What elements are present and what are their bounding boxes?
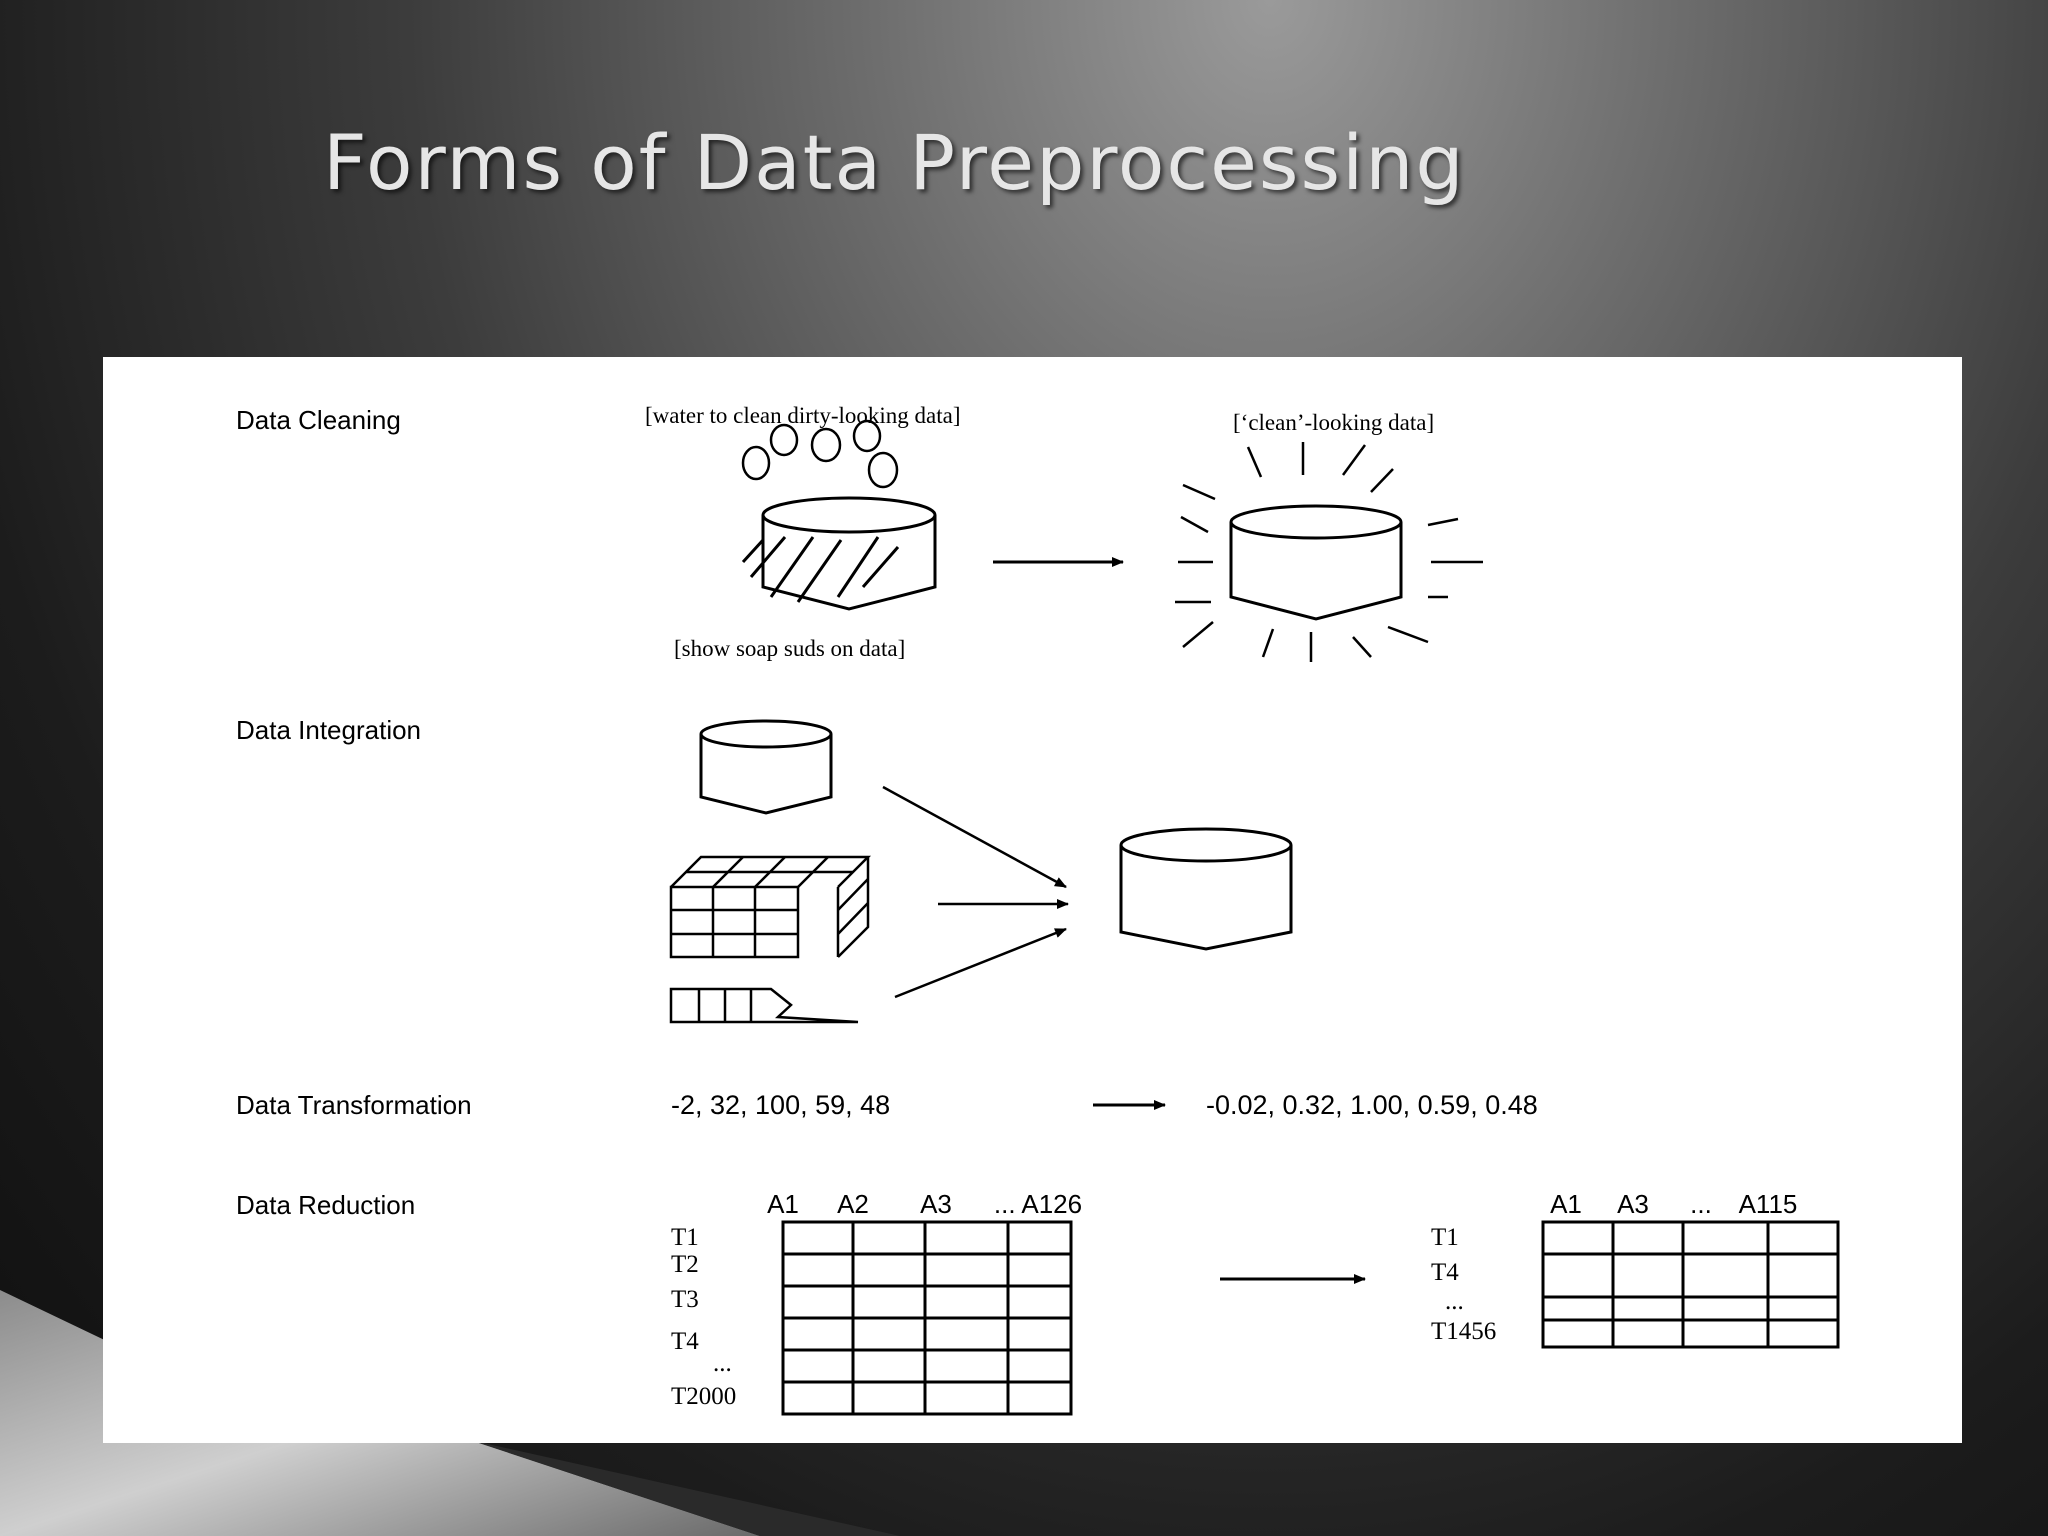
label-data-cleaning: Data Cleaning <box>236 405 401 435</box>
dirty-database-icon <box>741 496 937 611</box>
flat-file-icon <box>669 987 859 1024</box>
water-bubbles <box>741 419 899 489</box>
preprocessing-diagram: Data Cleaning [water to clean dirty-look… <box>236 403 1840 1416</box>
right-col-header: ... <box>1690 1189 1712 1219</box>
right-row-label: T4 <box>1431 1259 1459 1286</box>
slide-title: Forms of Data Preprocessing <box>323 118 1466 207</box>
integrated-database-icon <box>1119 827 1293 951</box>
left-col-header: A1 <box>767 1189 799 1219</box>
right-col-header: A3 <box>1617 1189 1649 1219</box>
integration-arrows <box>882 785 1069 999</box>
label-data-integration: Data Integration <box>236 715 421 745</box>
left-row-label: T4 <box>671 1328 699 1355</box>
decorative-swoosh <box>0 1290 900 1536</box>
caption-clean-data: [‘clean’-looking data] <box>1233 410 1434 435</box>
label-data-reduction: Data Reduction <box>236 1190 415 1220</box>
right-col-header: A115 <box>1739 1189 1798 1219</box>
values-after: -0.02, 0.32, 1.00, 0.59, 0.48 <box>1206 1090 1538 1120</box>
label-data-transformation: Data Transformation <box>236 1090 472 1120</box>
caption-soap-suds: [show soap suds on data] <box>674 636 905 661</box>
clean-database-icon <box>1229 504 1403 621</box>
right-row-label: T1 <box>1431 1224 1459 1251</box>
source-database-icon <box>699 719 833 815</box>
values-before: -2, 32, 100, 59, 48 <box>671 1090 890 1120</box>
left-row-label: T2 <box>671 1251 699 1278</box>
right-row-label: T1456 <box>1431 1318 1496 1345</box>
left-row-label: ... <box>713 1350 732 1377</box>
caption-water: [water to clean dirty-looking data] <box>645 403 961 428</box>
left-table-grid <box>781 1220 1073 1416</box>
left-row-label: T2000 <box>671 1383 736 1410</box>
sparkle-lines <box>1175 442 1483 662</box>
left-row-label: T1 <box>671 1224 699 1251</box>
left-col-header: ... A126 <box>994 1189 1082 1219</box>
left-col-header: A3 <box>920 1189 952 1219</box>
right-row-label: ... <box>1445 1288 1464 1315</box>
right-table-grid <box>1541 1220 1840 1349</box>
left-row-label: T3 <box>671 1286 699 1313</box>
data-cube-icon <box>669 855 872 959</box>
right-col-header: A1 <box>1550 1189 1582 1219</box>
diagram-panel: Data Cleaning [water to clean dirty-look… <box>103 357 1962 1443</box>
left-col-header: A2 <box>837 1189 869 1219</box>
